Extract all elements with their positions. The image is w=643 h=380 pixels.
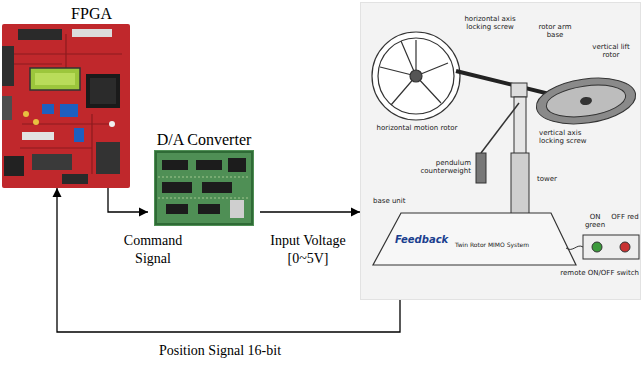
part-label: remote ON/OFF switch [551,269,639,277]
part-label: ON green [581,213,609,229]
drawing-part [511,83,527,97]
drawing-part [166,204,188,214]
drawing-part [533,72,638,129]
drawing-part [4,156,24,176]
part-label: Twin Rotor MIMO System [455,241,545,249]
connector-line [108,188,148,212]
drawing-part [2,46,14,86]
part-label: tower [537,175,577,183]
drawing-part [162,160,188,170]
drawing-part [378,38,454,114]
drawing-part [62,174,88,184]
drawing-part [620,242,630,252]
drawing-part [592,242,602,252]
signal-connector [108,188,148,217]
signal-label: Command Signal [110,232,196,268]
drawing-part [533,72,638,129]
drawing-part [198,204,220,214]
drawing-part [86,74,120,108]
fpga-board: FPGA [2,4,130,188]
drawing-part [32,154,72,170]
arrow-head [351,208,360,217]
part-label: Feedback [395,234,459,246]
drawing-part [156,152,252,224]
drawing-part [158,177,250,198]
drawing-part [580,96,593,106]
part-label: vertical lift rotor [583,43,639,59]
drawing-part [12,34,122,174]
drawing-part [42,104,54,114]
twin-rotor-system: horizontal motion rotor horizontal axis l… [360,2,641,300]
drawing-part [196,160,222,170]
drawing-part [23,111,29,117]
part-label: horizontal motion rotor [363,124,471,132]
drawing-part [410,70,422,82]
drawing-part [202,182,232,193]
dac-board: D/A Converter [148,130,260,226]
drawing-part [154,150,254,226]
drawing-part [30,68,80,90]
drawing-part [544,81,627,122]
drawing-part [18,29,62,40]
node-heading: FPGA [2,4,130,24]
part-label: OFF red [611,213,639,221]
part-label: horizontal axis locking screw [459,15,521,31]
drawing-part [2,24,130,188]
drawing-part [476,153,486,183]
drawing-part [514,97,526,155]
part-label: vertical axis locking screw [539,129,603,145]
drawing-part [90,78,116,104]
drawing-part [33,119,39,125]
signal-label: Position Signal 16-bit [110,342,330,360]
part-label: pendulum counterweight [411,159,471,175]
drawing-part [481,103,519,153]
dac-board-picture [154,150,254,226]
drawing-part [22,132,54,140]
drawing-part [566,246,583,249]
drawing-part [372,32,460,120]
drawing-part [583,235,639,259]
drawing-part [162,182,192,193]
drawing-part [72,29,112,37]
node-heading: D/A Converter [148,130,260,150]
drawing-part [230,200,244,218]
drawing-part [109,121,115,127]
drawing-part [228,158,246,172]
part-label: rotor arm base [531,23,579,39]
drawing-part [96,142,120,174]
drawing-part [35,73,75,85]
drawing-part [372,32,460,120]
signal-connector [260,208,360,217]
arrow-head [53,188,62,197]
drawing-part [380,40,448,105]
fpga-board-picture [2,24,130,188]
part-label: base unit [373,197,423,205]
connector-line [260,211,360,212]
arrow-head [139,208,148,217]
drawing-part [2,96,12,120]
drawing-part [60,104,78,117]
drawing-part [74,128,84,142]
drawing-part [373,213,576,265]
signal-label: Input Voltage [0~5V] [258,232,358,268]
